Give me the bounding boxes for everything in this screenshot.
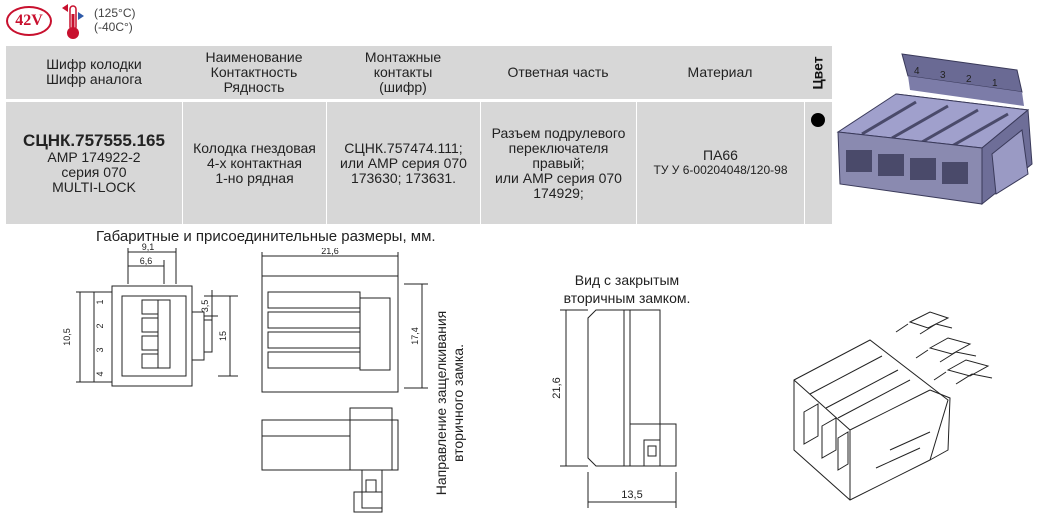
pin-number: 1 bbox=[95, 299, 105, 304]
table-divider bbox=[6, 99, 832, 102]
caption-line: Вид с закрытым bbox=[574, 272, 680, 288]
mate-line: правый; bbox=[532, 154, 585, 171]
header-mate: Ответная часть bbox=[507, 63, 609, 80]
cell-contacts: СЦНК.757474.111; или AMP серия 070 17363… bbox=[327, 102, 480, 224]
spec-table: Шифр колодки Шифр аналога Наименование К… bbox=[6, 46, 832, 224]
temp-min: (-40C°) bbox=[94, 20, 133, 34]
column-separator bbox=[636, 102, 637, 224]
header-material: Материал bbox=[687, 63, 753, 80]
header-code: Шифр колодки Шифр аналога bbox=[46, 56, 142, 87]
cavity-number: 3 bbox=[940, 70, 946, 81]
table-header-row: Шифр колодки Шифр аналога Наименование К… bbox=[6, 46, 832, 98]
cavity-number: 1 bbox=[992, 78, 998, 89]
pin-number: 2 bbox=[95, 323, 105, 328]
name-line: 4-х контактная bbox=[207, 154, 302, 171]
table-row: СЦНК.757555.165 AMP 174922-2 серия 070 M… bbox=[6, 102, 832, 224]
name-line: 1-но рядная bbox=[215, 169, 294, 186]
dim-label: 15 bbox=[218, 331, 228, 341]
voltage-badge-label: 42V bbox=[15, 12, 43, 29]
column-separator bbox=[182, 102, 183, 224]
front-view-drawing: 9,1 6,6 10,5 3,5 15 1 2 3 4 bbox=[62, 242, 238, 387]
mate-line: переключателя bbox=[508, 139, 609, 156]
cell-material: ПА66 ТУ У 6-00204048/120-98 bbox=[637, 102, 804, 224]
contacts-line: или AMP серия 070 bbox=[340, 154, 467, 171]
header-name: Наименование Контактность Рядность bbox=[205, 48, 303, 95]
pin-number: 4 bbox=[95, 371, 105, 376]
material-line: ПА66 bbox=[703, 147, 738, 163]
voltage-badge: 42V bbox=[6, 6, 52, 36]
mate-line: или AMP серия 070 bbox=[495, 169, 622, 186]
cell-mate: Разъем подрулевого переключателя правый;… bbox=[481, 102, 636, 224]
pin-number: 3 bbox=[95, 347, 105, 352]
isometric-connector-drawing bbox=[793, 311, 993, 501]
dim-label: 21,6 bbox=[321, 248, 339, 256]
thermometer-icon bbox=[62, 4, 84, 39]
connector-render: 4 3 2 1 bbox=[836, 53, 1033, 206]
column-separator bbox=[804, 102, 805, 224]
secondary-lock-caption: Вид с закрытым вторичным замком. bbox=[552, 271, 702, 307]
dimensions-title: Габаритные и присоединительные размеры, … bbox=[96, 228, 436, 245]
closed-lock-view-drawing: 21,6 13,5 bbox=[551, 309, 677, 508]
temp-max: (125°C) bbox=[94, 6, 136, 20]
cavity-number: 4 bbox=[914, 66, 920, 77]
cavity-number: 2 bbox=[966, 74, 972, 85]
dim-label: 21,6 bbox=[551, 377, 563, 398]
cell-name: Колодка гнездовая 4-х контактная 1-но ря… bbox=[183, 102, 326, 224]
analog-line: серия 070 bbox=[61, 164, 127, 180]
header-contacts: Монтажные контакты (шифр) bbox=[364, 48, 442, 95]
analog-line: AMP 174922-2 bbox=[47, 149, 141, 165]
dim-label: 6,6 bbox=[140, 256, 153, 266]
column-separator bbox=[326, 102, 327, 224]
name-line: Колодка гнездовая bbox=[193, 139, 316, 156]
analog-line: MULTI-LOCK bbox=[52, 179, 136, 195]
contacts-line: СЦНК.757474.111; bbox=[344, 139, 463, 156]
caption-line: вторичным замком. bbox=[563, 290, 691, 306]
column-separator bbox=[480, 102, 481, 224]
top-side-view-drawing: 21,6 17,4 bbox=[261, 248, 428, 513]
dim-label: 13,5 bbox=[621, 489, 642, 501]
cell-code: СЦНК.757555.165 AMP 174922-2 серия 070 M… bbox=[6, 102, 182, 224]
product-code: СЦНК.757555.165 bbox=[23, 131, 165, 150]
contacts-line: 173630; 173631. bbox=[350, 169, 457, 186]
dim-label: 10,5 bbox=[62, 328, 72, 346]
color-swatch-black bbox=[811, 113, 825, 127]
dim-label: 17,4 bbox=[410, 327, 420, 345]
dim-label: 3,5 bbox=[200, 300, 210, 313]
temperature-range: (125°C) (-40C°) bbox=[94, 6, 135, 34]
header-color: Цвет bbox=[810, 56, 827, 90]
secondary-lock-direction-caption: Направление защелкивания вторичного замк… bbox=[433, 310, 466, 495]
mate-line: Разъем подрулевого bbox=[491, 124, 626, 141]
material-line: ТУ У 6-00204048/120-98 bbox=[653, 163, 788, 177]
dim-label: 9,1 bbox=[142, 242, 155, 252]
mate-line: 174929; bbox=[533, 184, 584, 201]
